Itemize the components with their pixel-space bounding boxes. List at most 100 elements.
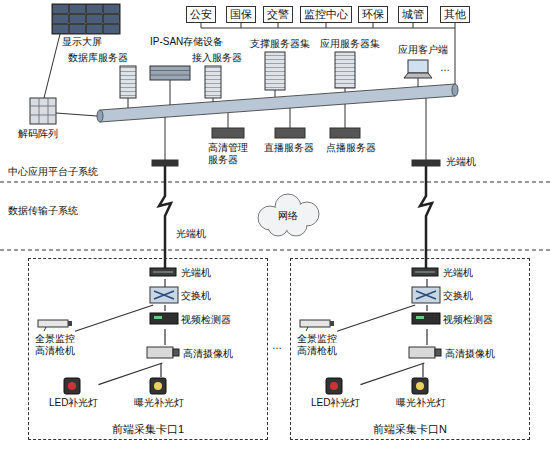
network-drawing — [300, 268, 441, 394]
optical-link — [420, 166, 432, 268]
connector-line — [164, 279, 165, 287]
server-icons — [150, 66, 190, 80]
site-frame: 前端采集卡口1 光端机交换机全景监控高清枪机 视频检测器高清摄像机 LED补光灯 曝光补… — [28, 258, 268, 440]
connector-line — [160, 363, 161, 377]
agency-box: 公安 — [186, 6, 216, 23]
decoder-array — [30, 98, 56, 124]
node-label: 曝光补光灯 — [134, 397, 184, 409]
device-node: 曝光补光灯 — [396, 377, 446, 409]
annotation-label: 网络 — [278, 210, 298, 222]
subsystem-dividers — [0, 250, 553, 251]
server-icons — [412, 160, 440, 166]
agency-box: 监控中心 — [300, 6, 352, 23]
node-label: 环保 — [362, 8, 384, 21]
node-label: 交警 — [267, 8, 289, 21]
node-label: 光端机 — [181, 267, 211, 279]
network-cloud — [272, 208, 302, 224]
decoder-array — [30, 98, 56, 124]
device-node: 视频检测器 — [411, 311, 493, 329]
node-label: 光端机 — [443, 267, 473, 279]
connector-line — [75, 305, 153, 331]
decoder-array — [44, 34, 60, 98]
device-node: 曝光补光灯 — [134, 377, 184, 409]
node-label: 公安 — [190, 8, 212, 21]
annotation-label: … — [440, 62, 450, 74]
node-label: 城管 — [402, 8, 424, 21]
server-icons — [150, 71, 190, 76]
annotation-label: 点播服务器 — [326, 142, 376, 154]
annotation-label: 高清管理服务器 — [208, 142, 248, 166]
server-icons — [330, 128, 360, 138]
annotation-label: 直播服务器 — [264, 142, 314, 154]
connector-line — [426, 279, 427, 287]
connector-line — [164, 329, 165, 345]
connector-line — [337, 305, 415, 331]
server-icons — [265, 52, 285, 90]
node-label: 监控中心 — [304, 8, 348, 21]
display-wall — [52, 4, 120, 34]
node-label: LED补光灯 — [49, 397, 98, 409]
connector-line — [360, 363, 424, 385]
server-icons — [275, 128, 305, 138]
network-drawing — [38, 268, 179, 394]
device-node: 光端机 — [411, 267, 473, 279]
node-label: 全景监控高清枪机 — [35, 333, 75, 357]
agency-box: 城管 — [398, 6, 428, 23]
backbone-bus — [97, 110, 103, 122]
device-node: LED补光灯 — [49, 377, 98, 409]
connector-line — [422, 363, 423, 377]
annotation-label: 数据传输子系统 — [8, 205, 78, 217]
backbone-bus — [452, 84, 458, 96]
connector-line — [426, 305, 427, 311]
annotation-label: 光端机 — [176, 228, 206, 240]
annotation-label: 显示大屏 — [62, 36, 102, 48]
node-label: 全景监控高清枪机 — [297, 333, 337, 357]
server-icons — [335, 52, 355, 88]
node-label: 其他 — [444, 8, 466, 21]
node-label: 曝光补光灯 — [396, 397, 446, 409]
node-label: 前端采集卡口N — [373, 423, 447, 436]
node-label: 前端采集卡口1 — [112, 423, 184, 436]
node-label: 视频检测器 — [443, 314, 493, 326]
server-icons — [120, 66, 136, 98]
site-frame: 前端采集卡口N光端机交换机全景监控高清枪机视频检测器高清摄像机LED补光灯曝光补… — [290, 258, 530, 440]
network-cloud — [258, 194, 319, 236]
node-label: 高清摄像机 — [183, 348, 233, 360]
backbone-bus — [97, 84, 458, 122]
subsystem-dividers — [0, 182, 553, 183]
annotation-label: 光端机 — [446, 156, 476, 168]
annotation-label: 数据库服务器 — [68, 52, 128, 64]
annotation-label: … — [272, 340, 282, 352]
server-icons — [404, 73, 432, 78]
device-node: 高清摄像机 — [145, 345, 233, 363]
display-wall — [52, 4, 120, 34]
annotation-label: 支撑服务器集 — [250, 38, 310, 50]
connector-line — [426, 329, 427, 345]
decoder-array — [30, 34, 97, 124]
server-icons — [408, 60, 428, 73]
server-icons — [212, 128, 244, 138]
agency-box: 其他 — [440, 6, 470, 23]
connector-line — [98, 363, 162, 385]
device-node: 全景监控高清枪机 — [35, 319, 75, 357]
device-node: 高清摄像机 — [407, 345, 495, 363]
node-label: LED补光灯 — [311, 397, 360, 409]
server-icons — [152, 160, 178, 166]
optical-link — [159, 166, 171, 268]
annotation-label: 应用客户端 — [398, 44, 448, 56]
bus-links — [128, 78, 426, 160]
device-node: 视频检测器 — [149, 311, 231, 329]
agency-box: 交警 — [263, 6, 293, 23]
network-cloud — [259, 195, 318, 235]
annotation-label: 中心应用平台子系统 — [8, 166, 98, 178]
optical-link — [159, 166, 432, 268]
annotation-label: 解码阵列 — [18, 128, 58, 140]
bus-links — [128, 78, 426, 160]
agency-box: 环保 — [358, 6, 388, 23]
annotation-label: 应用服务器集 — [320, 38, 380, 50]
connector-line — [164, 305, 165, 311]
subsystem-dividers — [0, 182, 553, 250]
node-label: 交换机 — [181, 290, 211, 302]
